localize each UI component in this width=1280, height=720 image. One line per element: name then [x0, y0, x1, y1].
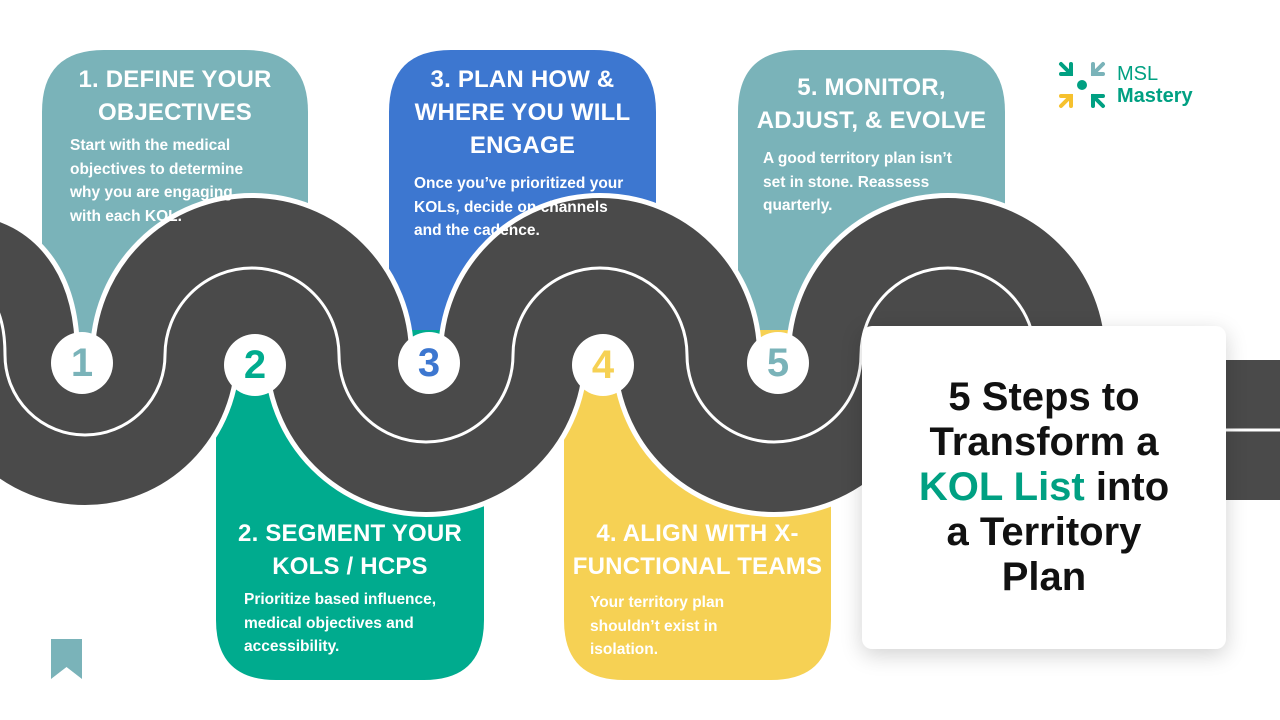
step-3-desc-line: and the cadence. — [414, 222, 540, 239]
title-highlight-kol-list: KOL List — [918, 465, 1085, 509]
step-1-title-line: 1. DEFINE YOUR — [78, 66, 272, 93]
title-line-4: a Territory — [946, 510, 1142, 554]
step-2-number: 2 — [224, 334, 286, 396]
title-card: 5 Steps to Transform a KOL List into a T… — [862, 326, 1226, 649]
bookmark-icon — [51, 639, 82, 679]
step-5-desc-line: A good territory plan isn’t — [763, 150, 952, 167]
title-line-2: Transform a — [929, 420, 1159, 464]
step-4-desc-line: shouldn’t exist in — [590, 617, 718, 635]
step-1-desc-line: Start with the medical — [70, 137, 231, 154]
title-line-5: Plan — [1001, 555, 1087, 599]
step-1-desc-line: with each KOL. — [70, 207, 182, 225]
step-4-desc-line: isolation. — [590, 641, 659, 658]
logo-text: MSL Mastery — [1117, 63, 1193, 107]
title-line-3-rest: into — [1084, 465, 1170, 509]
step-5-desc-line: quarterly. — [763, 197, 833, 214]
step-3-title-line: WHERE YOU WILL — [414, 99, 631, 126]
step-4-desc-line: Your territory plan — [590, 594, 725, 611]
msl-mastery-logo-icon — [1059, 62, 1105, 108]
step-4-title-line: FUNCTIONAL TEAMS — [572, 553, 823, 580]
logo-text-mastery: Mastery — [1117, 85, 1193, 107]
step-1-title: 1. DEFINE YOUR OBJECTIVES — [42, 63, 308, 129]
step-5-title: 5. MONITOR, ADJUST, & EVOLVE — [738, 71, 1005, 137]
step-2-desc-line: medical objectives and — [244, 614, 414, 632]
step-2-title-line: KOLS / HCPS — [272, 553, 428, 580]
step-2-desc-line: Prioritize based influence, — [244, 591, 437, 608]
title-line-3: KOL List into — [919, 465, 1169, 510]
title-line-1: 5 Steps to — [948, 375, 1140, 419]
step-5-title-line: 5. MONITOR, — [797, 74, 946, 101]
step-5-desc-line: set in stone. Reassess — [763, 173, 930, 191]
step-3-title: 3. PLAN HOW & WHERE YOU WILL ENGAGE — [389, 63, 656, 162]
step-3-number: 3 — [398, 332, 460, 394]
step-2-desc-line: accessibility. — [244, 638, 340, 655]
step-4-title-line: 4. ALIGN WITH X- — [596, 520, 799, 547]
step-2-description: Prioritize based influence, medical obje… — [244, 588, 480, 659]
logo-text-msl: MSL — [1117, 63, 1159, 85]
step-1-title-line: OBJECTIVES — [97, 99, 253, 126]
step-3-title-line: ENGAGE — [469, 132, 576, 159]
step-5-number: 5 — [747, 332, 809, 394]
step-2-title-line: 2. SEGMENT YOUR — [238, 520, 462, 547]
step-4-description: Your territory plan shouldn’t exist in i… — [590, 591, 825, 662]
step-3-title-line: 3. PLAN HOW & — [430, 66, 615, 93]
winding-road — [0, 193, 1280, 517]
step-5-description: A good territory plan isn’t set in stone… — [763, 147, 998, 218]
step-1-desc-line: objectives to determine — [70, 160, 244, 178]
step-4-title: 4. ALIGN WITH X- FUNCTIONAL TEAMS — [564, 517, 831, 583]
step-3-desc-line: KOLs, decide on channels — [414, 198, 608, 216]
step-4-number: 4 — [572, 334, 634, 396]
step-2-title: 2. SEGMENT YOUR KOLS / HCPS — [216, 517, 484, 583]
step-3-desc-line: Once you’ve prioritized your — [414, 175, 624, 192]
step-3-description: Once you’ve prioritized your KOLs, decid… — [414, 172, 656, 243]
step-1-description: Start with the medical objectives to det… — [70, 134, 300, 228]
page-title: 5 Steps to Transform a KOL List into a T… — [919, 375, 1169, 600]
step-5-title-line: ADJUST, & EVOLVE — [756, 107, 987, 134]
road-center-line — [0, 266, 1280, 444]
step-1-desc-line: why you are engaging — [70, 184, 233, 201]
msl-mastery-logo: MSL Mastery — [1057, 60, 1193, 110]
step-1-number: 1 — [51, 332, 113, 394]
